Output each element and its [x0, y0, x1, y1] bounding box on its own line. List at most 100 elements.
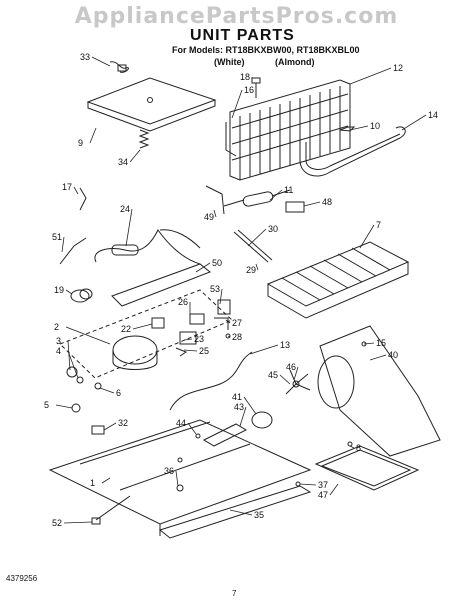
part-6-washer	[94, 382, 102, 390]
leader-line-9	[89, 127, 97, 144]
leader-line-34	[129, 149, 141, 163]
callout-label-34: 34	[118, 157, 128, 167]
part-5-bolt	[71, 403, 81, 413]
variant-white: (White)	[214, 57, 245, 67]
part-24-capillary	[94, 229, 201, 265]
callout-label-32: 32	[118, 418, 128, 428]
part-8-screws	[177, 441, 353, 463]
part-17-tube	[79, 187, 87, 211]
document-number: 4379256	[6, 574, 38, 583]
part-7-evaporator	[266, 241, 410, 319]
part-32-clip	[91, 425, 105, 435]
leader-line-3	[67, 340, 71, 371]
part-49-tube	[205, 185, 225, 215]
part-44-screw	[195, 433, 201, 439]
variant-almond: (Almond)	[275, 57, 315, 67]
callout-label-14: 14	[428, 110, 438, 120]
callout-label-5: 5	[44, 400, 49, 410]
leader-line-23	[183, 338, 193, 341]
part-53-relay	[217, 299, 231, 315]
callout-label-22: 22	[121, 324, 131, 334]
part-23-cover	[179, 331, 197, 345]
callout-label-27: 27	[232, 318, 242, 328]
part-25-clip	[175, 347, 188, 357]
part-27-bracket	[214, 317, 229, 330]
callout-label-23: 23	[194, 334, 204, 344]
leader-line-46	[293, 366, 299, 381]
callout-label-52: 52	[52, 518, 62, 528]
part-9-cover-plate	[86, 77, 217, 132]
part-11-drier	[223, 189, 291, 207]
leader-line-49	[213, 209, 217, 218]
leader-line-28	[227, 335, 231, 338]
part-10-clip	[339, 126, 356, 132]
callout-label-43: 43	[234, 402, 244, 412]
leader-line-19	[65, 289, 73, 295]
callout-label-9: 9	[78, 138, 83, 148]
leader-line-29	[255, 263, 259, 271]
leader-line-6	[99, 387, 115, 394]
part-40-fan-shroud	[317, 325, 441, 457]
leader-line-33	[91, 56, 111, 67]
watermark: AppliancePartsPros.com	[74, 4, 399, 29]
leader-line-11	[269, 189, 283, 201]
part-1-base	[48, 419, 312, 536]
leader-line-44	[187, 422, 197, 435]
callout-label-53: 53	[210, 284, 220, 294]
page-number: 7	[232, 589, 237, 598]
leader-line-30	[247, 228, 267, 247]
leader-line-37	[299, 483, 317, 486]
callout-label-7: 7	[376, 220, 381, 230]
callout-label-51: 51	[52, 232, 62, 242]
callout-label-18: 18	[240, 72, 250, 82]
part-26-overload	[189, 313, 205, 325]
leader-line-15	[363, 342, 375, 345]
callout-label-47: 47	[318, 490, 328, 500]
part-13-tube	[169, 351, 253, 411]
part-37-screw	[295, 481, 301, 487]
callout-label-2: 2	[54, 322, 59, 332]
callout-label-37: 37	[318, 480, 328, 490]
callout-label-24: 24	[120, 204, 130, 214]
leader-line-16	[231, 89, 243, 119]
leader-line-4	[67, 350, 79, 379]
part-34-spring	[138, 129, 150, 149]
leader-line-40	[369, 354, 387, 361]
part-12-condenser	[229, 79, 351, 181]
part-43-bracket	[202, 423, 248, 447]
part-48-clip	[285, 201, 305, 213]
part-33-wire-harness	[109, 61, 129, 73]
leader-line-47	[329, 483, 339, 496]
callout-label-33: 33	[80, 52, 90, 62]
callout-label-1: 1	[90, 478, 95, 488]
leader-line-27	[225, 319, 231, 324]
callout-label-49: 49	[204, 212, 214, 222]
leader-line-10	[349, 125, 369, 131]
callout-label-41: 41	[232, 392, 242, 402]
part-2-compressor	[112, 335, 158, 370]
part-4-sleeve	[76, 376, 84, 384]
leader-line-13	[249, 344, 279, 355]
part-52-cord	[91, 495, 131, 525]
part-46-fan-blade	[285, 369, 311, 395]
callout-label-8: 8	[356, 443, 361, 453]
part-3-grommet	[66, 366, 78, 378]
leader-line-43	[239, 406, 247, 427]
callout-label-29: 29	[246, 265, 256, 275]
leader-line-17	[73, 186, 79, 195]
part-41-fan-motor	[251, 411, 273, 429]
part-19-grommet	[70, 288, 93, 303]
leader-line-8	[349, 445, 355, 449]
leader-line-45	[279, 374, 291, 385]
leader-line-14	[401, 114, 427, 131]
callout-label-46: 46	[286, 362, 296, 372]
part-35-rail	[158, 485, 312, 539]
part-22-relay	[151, 317, 165, 329]
leader-line-25	[183, 349, 198, 352]
part-47-drain-pan	[314, 445, 420, 491]
leader-line-51	[61, 236, 65, 253]
callout-label-26: 26	[178, 297, 188, 307]
part-36-bolt	[176, 484, 184, 492]
